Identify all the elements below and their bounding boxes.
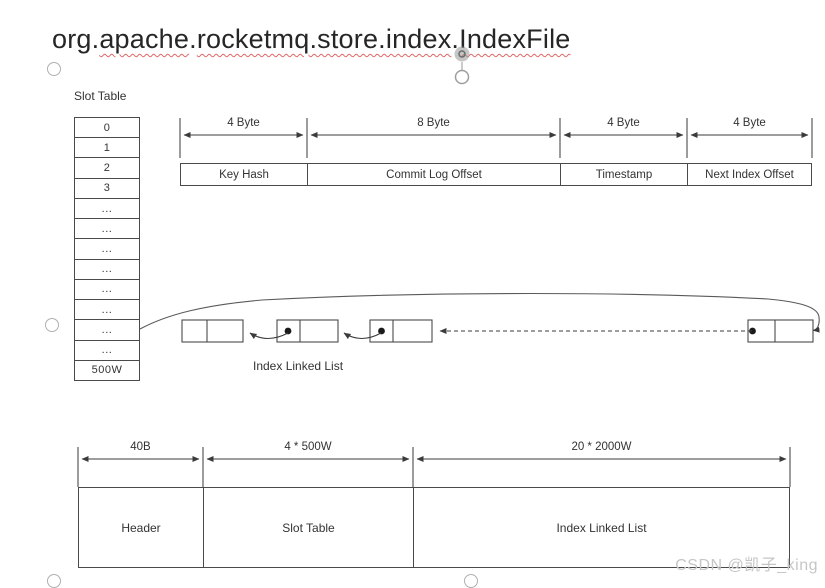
title-segment-misspelled: rocketmq.store.index [196,24,452,54]
slot-cell: 1 [75,137,139,157]
slot-table: 0 1 2 3 ... ... ... ... ... ... ... ... … [74,117,140,381]
slot-to-node-curve [139,292,820,333]
field-timestamp: Timestamp [560,164,687,185]
slot-cell: 0 [103,121,111,134]
slot-cell: ... [75,319,139,339]
index-linked-list-caption: Index Linked List [253,359,344,373]
field-next-index-offset: Next Index Offset [687,164,811,185]
entry-size-label: 4 Byte [227,117,260,129]
node-pointer-dots [284,327,756,335]
section-slot-table: Slot Table [203,488,413,567]
slot-cell: 2 [75,157,139,177]
field-commit-log-offset: Commit Log Offset [307,164,560,185]
slot-cell: ... [75,238,139,258]
page-title: org.apache.rocketmq.store.index.IndexFil… [52,24,570,55]
entry-size-label: 8 Byte [417,117,450,129]
slot-cell: 500W [75,359,139,380]
title-segment: org. [52,24,100,54]
section-index-linked-list: Index Linked List [413,488,789,567]
index-entry-fields: Key Hash Commit Log Offset Timestamp Nex… [180,163,812,186]
file-layout-box: Header Slot Table Index Linked List [78,487,790,568]
entry-size-label: 4 Byte [733,117,766,129]
layout-size-label: 40B [130,441,151,453]
slot-cell: ... [75,218,139,238]
csdn-watermark: CSDN @凯子_king [675,557,818,574]
slot-cell: ... [75,299,139,319]
selection-handle-circle[interactable] [464,574,478,588]
title-segment: . [189,24,197,54]
section-header: Header [121,520,161,535]
selection-handle-circle[interactable] [47,62,61,76]
slot-cell: 3 [75,177,139,198]
slot-cell: ... [75,278,139,299]
node-pointer-arcs [249,332,382,340]
slot-table-title: Slot Table [74,89,127,103]
title-segment-misspelled: IndexFile [459,24,571,54]
field-key-hash: Key Hash [219,168,269,181]
slot-cell: ... [75,197,139,218]
slot-cell: ... [75,339,139,360]
index-node-boxes [181,319,814,343]
slot-cell: ... [75,258,139,279]
layout-size-label: 20 * 2000W [571,441,632,453]
shape-anchor-handle-icon[interactable] [449,43,477,87]
selection-handle-circle[interactable] [47,574,61,588]
entry-size-label: 4 Byte [607,117,640,129]
title-segment: . [451,24,460,54]
title-segment-misspelled: apache [99,24,190,54]
selection-handle-circle[interactable] [45,318,59,332]
layout-size-label: 4 * 500W [284,441,332,453]
